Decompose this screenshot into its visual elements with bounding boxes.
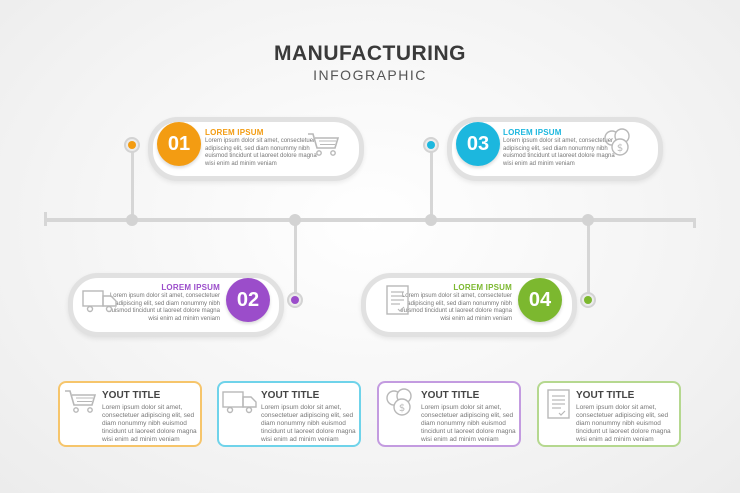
shopping-cart-icon <box>65 390 97 413</box>
step-02-text: Lorem ipsum dolor sit amet, consectetuer… <box>108 293 220 322</box>
coins-icon: $ <box>386 388 412 416</box>
step-02-number: 02 <box>226 278 270 322</box>
card-4-text: Lorem ipsum dolor sit amet,consectetuer … <box>576 404 671 443</box>
document-icon <box>547 389 570 419</box>
svg-text:$: $ <box>617 143 623 154</box>
card-4-title: YOUT TITLE <box>576 390 635 401</box>
timeline-axis <box>44 218 696 222</box>
delivery-truck-icon <box>222 391 257 414</box>
timeline-node <box>126 214 138 226</box>
connector-01 <box>131 146 134 220</box>
document-icon <box>386 285 409 315</box>
pin-01 <box>124 137 140 153</box>
timeline-end-left <box>44 212 47 226</box>
card-4 <box>537 381 681 447</box>
step-03-text: Lorem ipsum dolor sit amet, consectetuer… <box>503 138 615 167</box>
page-title: MANUFACTURING <box>274 42 466 65</box>
shopping-cart-icon <box>308 133 340 156</box>
step-03-number: 03 <box>456 122 500 166</box>
connector-03 <box>430 146 433 220</box>
timeline-node <box>289 214 301 226</box>
step-03-heading: LOREM IPSUM <box>503 128 562 137</box>
card-1-text: Lorem ipsum dolor sit amet,consectetuer … <box>102 404 197 443</box>
card-1-title: YOUT TITLE <box>102 390 161 401</box>
card-1 <box>58 381 202 447</box>
timeline-node <box>425 214 437 226</box>
step-02-heading: LOREM IPSUM <box>161 283 220 292</box>
step-04-number: 04 <box>518 278 562 322</box>
step-04-text: Lorem ipsum dolor sit amet, consectetuer… <box>400 293 512 322</box>
timeline-end-right <box>693 218 696 228</box>
step-01-number: 01 <box>157 122 201 166</box>
pin-03 <box>423 137 439 153</box>
pin-02 <box>287 292 303 308</box>
pin-04 <box>580 292 596 308</box>
step-01-heading: LOREM IPSUM <box>205 128 264 137</box>
coins-icon: $ <box>604 128 630 156</box>
svg-text:$: $ <box>399 403 405 414</box>
card-2-title: YOUT TITLE <box>261 390 320 401</box>
card-3-text: Lorem ipsum dolor sit amet,consectetuer … <box>421 404 516 443</box>
delivery-truck-icon <box>82 290 117 313</box>
step-01-text: Lorem ipsum dolor sit amet, consectetuer… <box>205 138 317 167</box>
connector-02 <box>294 220 297 300</box>
page-subtitle: INFOGRAPHIC <box>313 67 427 83</box>
connector-04 <box>587 220 590 300</box>
card-2-text: Lorem ipsum dolor sit amet,consectetuer … <box>261 404 356 443</box>
step-04-heading: LOREM IPSUM <box>453 283 512 292</box>
timeline-node <box>582 214 594 226</box>
card-3-title: YOUT TITLE <box>421 390 480 401</box>
